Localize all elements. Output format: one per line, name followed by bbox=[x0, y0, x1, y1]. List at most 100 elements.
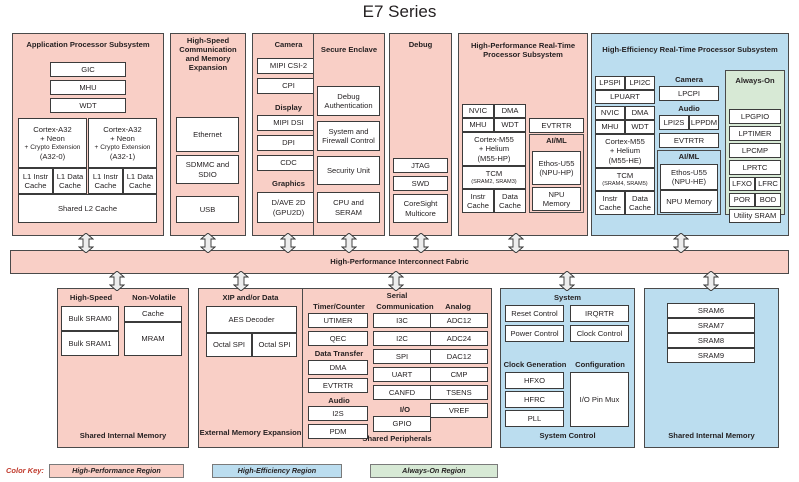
communication-title: Communication bbox=[376, 301, 434, 311]
color-key-item-always-on: Always-On Region bbox=[369, 463, 498, 478]
block-a32-0-l1-data-cache: L1 Data Cache bbox=[53, 168, 87, 194]
configuration-title: Configuration bbox=[575, 359, 625, 369]
block-clock-control: Clock Control bbox=[570, 325, 629, 342]
he-audio-title: Audio bbox=[678, 103, 700, 113]
core0-line1: Cortex-A32 bbox=[33, 125, 72, 135]
hp-core-line1: Cortex-M55 bbox=[474, 135, 514, 145]
block-he-lpi2s: LPI2S bbox=[659, 115, 689, 130]
block-he-instr-cache: Instr Cache bbox=[595, 191, 625, 215]
block-hp-cortex-m55: Cortex-M55 + Helium (M55-HP) bbox=[462, 132, 526, 166]
camera-title: Camera bbox=[274, 39, 303, 49]
block-dpi: DPI bbox=[257, 135, 320, 151]
audio-periph-title: Audio bbox=[328, 395, 350, 405]
block-he-nvic: NVIC bbox=[595, 106, 625, 120]
panel-interconnect-fabric bbox=[10, 250, 789, 274]
color-key-label: Color Key: bbox=[6, 466, 44, 475]
block-he-lpuart: LPUART bbox=[595, 90, 655, 104]
block-gpio: GPIO bbox=[373, 416, 431, 432]
block-vref: VREF bbox=[430, 403, 488, 418]
block-bulk-sram1: Bulk SRAM1 bbox=[61, 331, 119, 356]
app-processor-title: Application Processor Subsystem bbox=[26, 40, 150, 50]
block-utility-sram: Utility SRAM bbox=[729, 209, 781, 223]
system-title: System bbox=[553, 292, 582, 302]
block-he-wdt: WDT bbox=[625, 120, 655, 134]
block-spi: SPI bbox=[373, 349, 431, 364]
core0-line3: + Crypto Extension bbox=[24, 143, 81, 151]
block-lfrc: LFRC bbox=[755, 177, 781, 191]
block-hp-nvic: NVIC bbox=[462, 104, 494, 118]
hp-realtime-title: High-Performance Real-Time Processor Sub… bbox=[470, 40, 576, 59]
block-lpgpio: LPGPIO bbox=[729, 109, 781, 124]
block-security-unit: Security Unit bbox=[317, 156, 380, 185]
block-lptimer: LPTIMER bbox=[729, 126, 781, 141]
block-lpcmp: LPCMP bbox=[729, 143, 781, 158]
shared-internal-memory-left-footer: Shared Internal Memory bbox=[79, 431, 167, 441]
arrow-secure-enclave-to-fabric bbox=[341, 233, 357, 253]
block-hp-wdt: WDT bbox=[494, 118, 526, 132]
data-transfer-title: Data Transfer bbox=[314, 348, 364, 358]
high-speed-memory-title: High-Speed bbox=[69, 293, 113, 303]
block-hp-npu-memory: NPU Memory bbox=[532, 187, 581, 211]
block-he-data-cache: Data Cache bbox=[625, 191, 655, 215]
block-a32-1-l1-data-cache: L1 Data Cache bbox=[123, 168, 157, 194]
block-hp-mhu: MHU bbox=[462, 118, 494, 132]
shared-peripherals-footer: Shared Peripherals bbox=[362, 434, 432, 444]
block-io-pin-mux: I/O Pin Mux bbox=[570, 372, 629, 427]
block-jtag: JTAG bbox=[393, 158, 448, 173]
block-wdt: WDT bbox=[50, 98, 126, 113]
block-hfrc: HFRC bbox=[505, 391, 564, 408]
arrow-fabric-to-external-memory bbox=[233, 271, 249, 291]
core0-line4: (A32-0) bbox=[39, 151, 66, 161]
arrow-fabric-to-shared-memory-left bbox=[109, 271, 125, 291]
block-he-dma: DMA bbox=[625, 106, 655, 120]
block-he-lpspi: LPSPI bbox=[595, 76, 625, 90]
block-octal-spi-0: Octal SPI bbox=[206, 333, 252, 357]
block-cortex-a32-1: Cortex-A32 + Neon + Crypto Extension (A3… bbox=[88, 118, 157, 168]
block-lprtc: LPRTC bbox=[729, 160, 781, 175]
block-i2c: I2C bbox=[373, 331, 431, 346]
block-octal-spi-1: Octal SPI bbox=[252, 333, 297, 357]
hp-core-line2: + Helium bbox=[478, 144, 510, 154]
arrow-app-processor-to-fabric bbox=[78, 233, 94, 253]
block-cdc: CDC bbox=[257, 155, 320, 171]
block-hp-tcm: TCM (SRAM2, SRAM3) bbox=[462, 166, 526, 189]
block-evtrtr-periph: EVTRTR bbox=[308, 378, 368, 393]
block-he-ethos-u55: Ethos-U55 (NPU-HE) bbox=[660, 164, 718, 190]
hp-tcm-label: TCM bbox=[485, 169, 503, 179]
hp-aiml-title: AI/ML bbox=[546, 136, 567, 146]
block-sram9: SRAM9 bbox=[667, 348, 755, 363]
block-he-evtrtr: EVTRTR bbox=[659, 133, 719, 148]
arrow-he-realtime-to-fabric bbox=[673, 233, 689, 253]
block-hp-evtrtr: EVTRTR bbox=[529, 118, 584, 133]
block-cmp: CMP bbox=[430, 367, 488, 382]
secure-enclave-title: Secure Enclave bbox=[320, 45, 378, 55]
xip-title: XIP and/or Data bbox=[222, 293, 279, 303]
block-he-npu-memory: NPU Memory bbox=[660, 190, 718, 213]
block-por: POR bbox=[729, 193, 755, 207]
high-speed-comm-title: High-Speed Communication and Memory Expa… bbox=[179, 35, 237, 73]
block-he-lppdm: LPPDM bbox=[689, 115, 719, 130]
hp-core-line3: (M55-HP) bbox=[477, 153, 511, 163]
block-he-lpcpi: LPCPI bbox=[659, 86, 719, 101]
core1-line4: (A32-1) bbox=[109, 151, 136, 161]
block-hp-data-cache: Data Cache bbox=[494, 189, 526, 213]
he-realtime-title: High-Efficiency Real-Time Processor Subs… bbox=[602, 45, 778, 55]
core1-line1: Cortex-A32 bbox=[103, 125, 142, 135]
block-he-tcm: TCM (SRAM4, SRAM5) bbox=[595, 168, 655, 191]
block-irqrtr: IRQRTR bbox=[570, 305, 629, 322]
core0-line2: + Neon bbox=[40, 134, 65, 144]
he-core-line1: Cortex-M55 bbox=[605, 137, 645, 147]
block-dma: DMA bbox=[308, 360, 368, 375]
he-core-line3: (M55-HE) bbox=[608, 155, 642, 165]
block-mipi-csi-2: MIPI CSI-2 bbox=[257, 58, 320, 74]
block-pdm: PDM bbox=[308, 424, 368, 439]
block-a32-1-l1-instr-cache: L1 Instr Cache bbox=[88, 168, 123, 194]
block-lfxo: LFXO bbox=[729, 177, 755, 191]
arrow-camera-display-to-fabric bbox=[280, 233, 296, 253]
block-sram8: SRAM8 bbox=[667, 333, 755, 348]
block-hp-ethos-u55: Ethos-U55 (NPU-HP) bbox=[532, 151, 581, 185]
core1-line2: + Neon bbox=[110, 134, 135, 144]
io-title: I/O bbox=[399, 404, 411, 414]
block-cpu-seram: CPU and SERAM bbox=[317, 192, 380, 223]
